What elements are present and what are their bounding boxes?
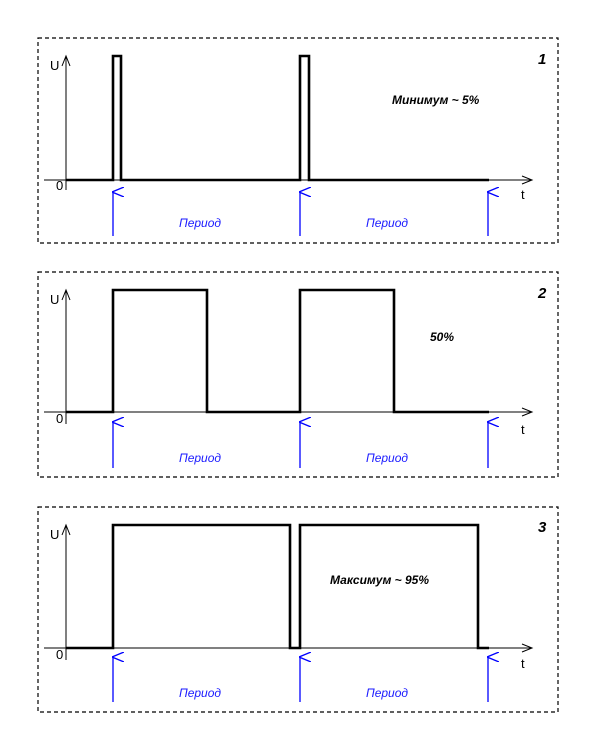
panel-number: 3 bbox=[538, 519, 547, 536]
origin-label: 0 bbox=[56, 647, 63, 662]
panel-3: U t 0 3 Максимум ~ 95% Период Период bbox=[37, 506, 559, 713]
period-label: Период bbox=[179, 216, 221, 230]
x-axis-label: t bbox=[521, 656, 525, 671]
y-axis-arrowhead bbox=[61, 54, 71, 67]
panel-number: 2 bbox=[537, 285, 547, 302]
x-axis-arrowhead bbox=[521, 407, 534, 417]
x-axis-arrowhead bbox=[521, 175, 534, 185]
x-axis-arrowhead bbox=[521, 643, 534, 653]
pwm-signal bbox=[66, 54, 489, 182]
pwm-signal bbox=[66, 288, 489, 414]
y-axis-label: U bbox=[50, 292, 59, 307]
panel-1: U t 0 1 Минимум ~ 5% Период Период bbox=[37, 37, 559, 244]
period-label: Период bbox=[366, 216, 408, 230]
pwm-signal bbox=[66, 523, 489, 650]
period-label: Период bbox=[179, 686, 221, 700]
panel-frame bbox=[37, 37, 559, 244]
duty-cycle-caption: Минимум ~ 5% bbox=[392, 93, 480, 107]
duty-cycle-caption: 50% bbox=[430, 330, 454, 344]
origin-label: 0 bbox=[56, 178, 63, 193]
y-axis-label: U bbox=[50, 58, 59, 73]
y-axis-arrowhead bbox=[61, 288, 71, 301]
panel-frame bbox=[37, 271, 559, 478]
origin-label: 0 bbox=[56, 411, 63, 426]
panel-number: 1 bbox=[538, 51, 546, 68]
period-label: Период bbox=[366, 451, 408, 465]
period-label: Период bbox=[179, 451, 221, 465]
panel-frame bbox=[37, 506, 559, 713]
period-label: Период bbox=[366, 686, 408, 700]
x-axis-label: t bbox=[521, 422, 525, 437]
y-axis-arrowhead bbox=[61, 523, 71, 536]
panel-2: U t 0 2 50% Период Период bbox=[37, 271, 559, 478]
x-axis-label: t bbox=[521, 187, 525, 202]
y-axis-label: U bbox=[50, 527, 59, 542]
duty-cycle-caption: Максимум ~ 95% bbox=[330, 573, 429, 587]
